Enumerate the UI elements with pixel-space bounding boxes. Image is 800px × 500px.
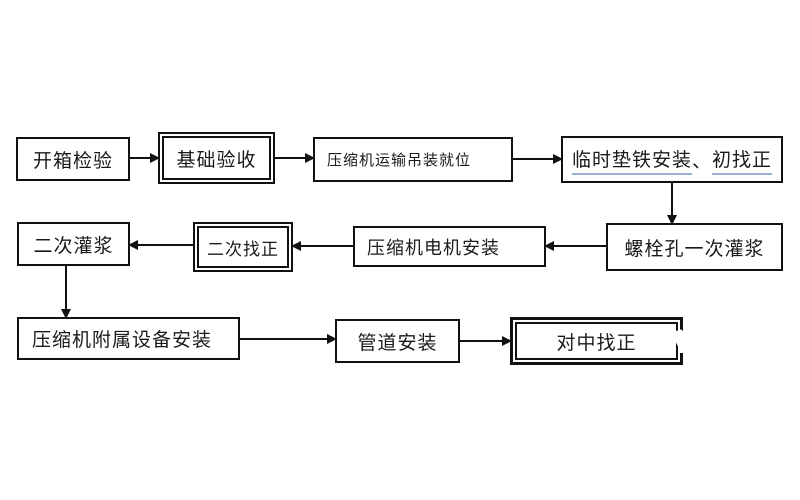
node-label-underlined-part2: 初找正 bbox=[712, 145, 773, 175]
node-label: 压缩机电机安装 bbox=[367, 237, 500, 259]
node-unboxing-inspection: 开箱检验 bbox=[16, 137, 130, 181]
arrow-secondary-alignment-to-secondary-grouting bbox=[128, 240, 193, 250]
node-label: 开箱检验 bbox=[32, 149, 113, 172]
node-label: 压缩机运输吊装就位 bbox=[327, 151, 472, 169]
node-pipeline-installation: 管道安装 bbox=[335, 319, 460, 363]
arrow-foundation-to-transport bbox=[275, 153, 315, 163]
node-secondary-grouting: 二次灌浆 bbox=[17, 222, 130, 266]
node-temp-shim-initial-alignment: 临时垫铁安装、初找正 bbox=[561, 136, 783, 183]
node-label: 二次找正 bbox=[207, 239, 279, 260]
node-label: 管道安装 bbox=[357, 331, 438, 354]
node-label: 基础验收 bbox=[176, 148, 257, 171]
arrow-transport-to-temp-shim bbox=[513, 154, 563, 164]
arrow-auxiliary-to-pipeline bbox=[240, 334, 337, 344]
node-label: 压缩机附属设备安装 bbox=[32, 329, 213, 351]
node-label: 二次灌浆 bbox=[33, 234, 114, 257]
arrow-secondary-grouting-to-auxiliary bbox=[61, 266, 71, 319]
border-smudge-artifact bbox=[678, 346, 685, 353]
node-compressor-motor-installation: 压缩机电机安装 bbox=[353, 226, 546, 267]
arrow-unboxing-to-foundation bbox=[130, 153, 160, 163]
node-label: 螺栓孔一次灌浆 bbox=[624, 237, 765, 260]
arrow-temp-shim-to-bolt-grouting bbox=[667, 183, 677, 225]
node-bolt-hole-first-grouting: 螺栓孔一次灌浆 bbox=[606, 223, 783, 271]
arrow-pipeline-to-centering bbox=[460, 336, 512, 346]
node-foundation-acceptance: 基础验收 bbox=[158, 132, 275, 184]
node-label: 对中找正 bbox=[556, 331, 637, 354]
node-label-underlined-part1: 临时垫铁安装 bbox=[571, 145, 692, 175]
node-compressor-transport-hoisting: 压缩机运输吊装就位 bbox=[313, 137, 513, 182]
node-centering-alignment: 对中找正 bbox=[510, 317, 683, 365]
arrow-bolt-grouting-to-motor-install bbox=[544, 241, 606, 251]
node-auxiliary-equipment-installation: 压缩机附属设备安装 bbox=[17, 317, 240, 360]
arrow-motor-install-to-secondary-alignment bbox=[291, 241, 353, 251]
node-label-separator: 、 bbox=[691, 150, 712, 172]
node-secondary-alignment: 二次找正 bbox=[193, 222, 293, 272]
